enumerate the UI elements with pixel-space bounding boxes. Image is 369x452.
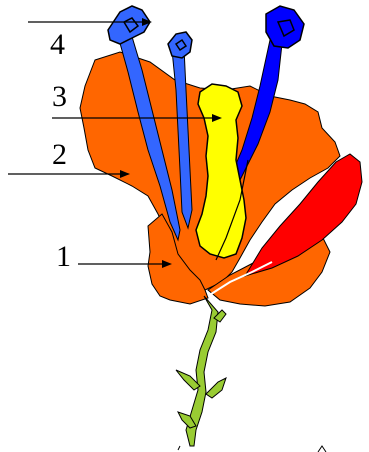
label-1: 1 bbox=[56, 240, 71, 273]
stem-leaf-2 bbox=[206, 378, 226, 398]
bottom-mark bbox=[318, 446, 326, 452]
bottom-tick bbox=[178, 446, 180, 450]
stamen-right-anther bbox=[266, 6, 304, 48]
label-3: 3 bbox=[52, 80, 67, 113]
stamen-middle-anther bbox=[168, 32, 192, 58]
label-2: 2 bbox=[52, 138, 67, 171]
label-4: 4 bbox=[50, 28, 65, 61]
